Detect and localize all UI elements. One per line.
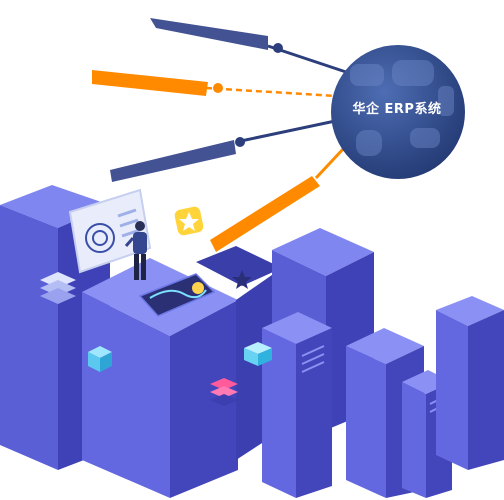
- globe-label: 华企 ERP系统: [352, 102, 442, 117]
- data-stream-icon: [210, 146, 346, 252]
- globe-icon: [331, 45, 465, 179]
- data-stream-icon: [150, 18, 347, 74]
- data-stream-icon: [110, 118, 341, 182]
- document-stack-icon: [210, 378, 238, 406]
- star-badge-icon: [174, 206, 204, 236]
- phone-icon: [138, 273, 216, 317]
- cube-icon: [88, 346, 112, 372]
- server-rack-icon: [262, 312, 332, 498]
- person-icon: [124, 221, 147, 280]
- dashboard-panel-icon: [68, 188, 152, 274]
- building-left: [0, 185, 110, 470]
- data-stream-icon: [92, 70, 337, 98]
- cube-icon: [244, 342, 272, 366]
- roof-star-icon: [232, 270, 252, 289]
- building-far-right: [436, 296, 504, 470]
- mobile-stack-icon: [40, 272, 76, 304]
